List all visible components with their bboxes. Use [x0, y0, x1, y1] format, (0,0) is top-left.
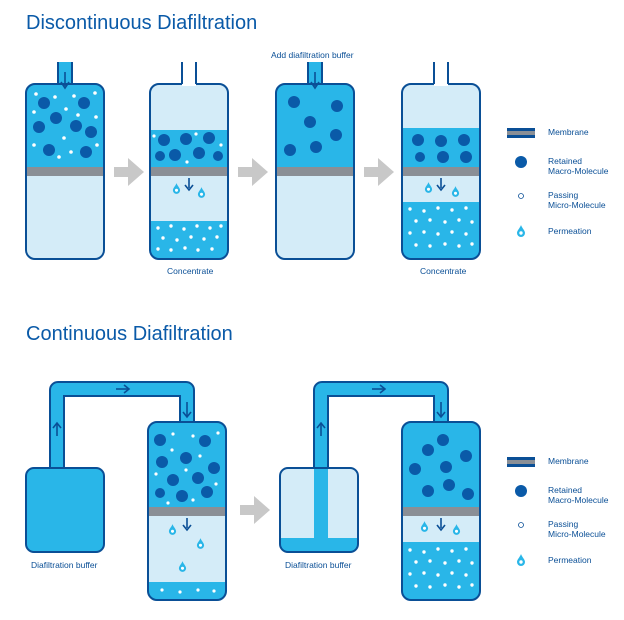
- legend-bottom-passing-line1: Passing: [548, 519, 579, 529]
- legend-bottom-retained-line2: Macro-Molecule: [548, 495, 609, 505]
- legend-top-passing-line2: Micro-Molecule: [548, 200, 606, 210]
- retained-molecules: [155, 132, 223, 161]
- retained-molecules: [33, 97, 97, 158]
- legend-top-permeation: Permeation: [548, 226, 592, 236]
- retained-molecules: [284, 96, 343, 156]
- buffer-label-1: Diafiltration buffer: [31, 560, 98, 570]
- legend-bottom-passing-line2: Micro-Molecule: [548, 529, 606, 539]
- legend-top-retained-line2: Macro-Molecule: [548, 166, 609, 176]
- passing-molecules: [32, 91, 99, 159]
- passing-molecule-icon: [518, 193, 524, 199]
- retained-molecules: [154, 434, 220, 502]
- flow-arrow-icon: [52, 421, 62, 429]
- legend-top-retained: Retained Macro-Molecule: [548, 156, 624, 176]
- retained-molecule-icon: [515, 156, 527, 168]
- flow-arrow-icon: [316, 421, 326, 429]
- legend-bottom-retained-line1: Retained: [548, 485, 583, 495]
- permeate-molecules: [408, 206, 474, 248]
- membrane: [402, 507, 480, 516]
- legend-bottom-retained: Retained Macro-Molecule: [548, 485, 624, 505]
- flow-arrow-icon: [436, 411, 446, 419]
- vessel-5: [147, 421, 227, 601]
- retained-molecules: [409, 434, 474, 500]
- flow-arrow-icon: [379, 384, 387, 394]
- vessel-4: [401, 62, 481, 260]
- membrane: [402, 167, 480, 176]
- legend-bottom-membrane: Membrane: [548, 456, 589, 466]
- membrane: [150, 167, 228, 176]
- legend-top-passing: Passing Micro-Molecule: [548, 190, 624, 210]
- permeation-drop-icon: [517, 554, 525, 566]
- process-arrow-icon: [240, 496, 270, 524]
- legend-top-retained-line1: Retained: [548, 156, 583, 166]
- membrane: [148, 507, 226, 516]
- vessel-1: [25, 62, 105, 260]
- legend-top-passing-line1: Passing: [548, 190, 579, 200]
- permeate-molecules: [408, 547, 474, 589]
- buffer-tank-2: [279, 467, 359, 553]
- flow-arrow-icon: [182, 411, 192, 419]
- permeation-drop-icon: [517, 225, 525, 237]
- vessel-3: [275, 62, 355, 260]
- add-buffer-label: Add diafiltration buffer: [271, 50, 354, 60]
- buffer-label-2: Diafiltration buffer: [285, 560, 352, 570]
- passing-molecules: [154, 431, 220, 505]
- concentrate-label-1: Concentrate: [167, 266, 214, 276]
- legend-top-membrane: Membrane: [548, 127, 589, 137]
- membrane: [26, 167, 104, 176]
- legend-bottom-permeation: Permeation: [548, 555, 592, 565]
- legend-bottom: [507, 457, 535, 566]
- retained-molecules: [412, 134, 472, 163]
- concentrate-label-2: Concentrate: [420, 266, 467, 276]
- vessel-2: [149, 62, 229, 260]
- passing-molecule-icon: [518, 522, 524, 528]
- process-arrow-icon: [114, 158, 144, 186]
- permeate-molecules: [156, 224, 223, 252]
- process-arrow-icon: [364, 158, 394, 186]
- membrane: [276, 167, 354, 176]
- buffer-tank-1: [25, 467, 105, 553]
- legend-top: [507, 128, 535, 237]
- process-arrow-icon: [238, 158, 268, 186]
- retained-molecule-icon: [515, 485, 527, 497]
- continuous-title: Continuous Diafiltration: [26, 323, 233, 345]
- flow-arrow-icon: [123, 384, 131, 394]
- legend-bottom-passing: Passing Micro-Molecule: [548, 519, 624, 539]
- discontinuous-title: Discontinuous Diafiltration: [26, 12, 258, 34]
- vessel-6: [401, 421, 481, 601]
